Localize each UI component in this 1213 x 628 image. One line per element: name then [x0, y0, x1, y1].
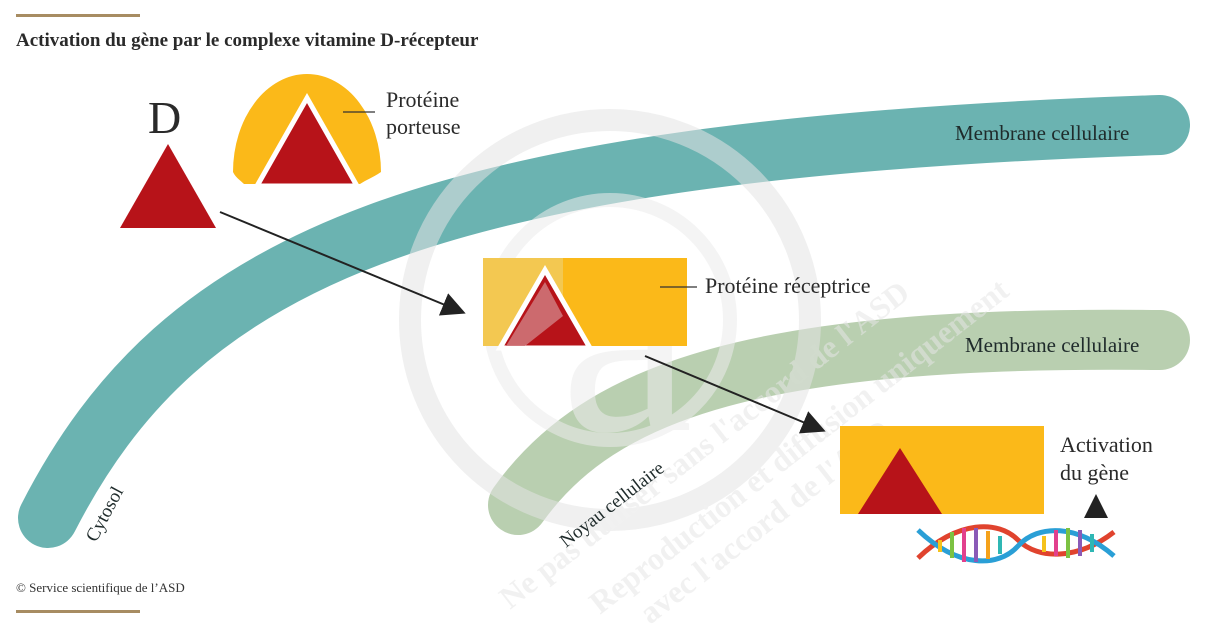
diagram-title: Activation du gène par le complexe vitam…: [16, 30, 479, 51]
arrow-to-gene: [644, 355, 826, 434]
receptor-protein-label: Protéine réceptrice: [705, 273, 871, 298]
top-rule: [16, 14, 140, 17]
outer-cell-membrane: [18, 95, 1190, 548]
vdr-complex-red-triangle: [858, 448, 942, 514]
inner-membrane-label: Membrane cellulaire: [965, 333, 1139, 357]
arrow-to-receptor: [219, 211, 466, 316]
receptor-red-triangle-faded: [506, 282, 563, 346]
gene-activation-label-1: Activation: [1060, 432, 1153, 457]
vitamin-d-triangle: [120, 144, 216, 228]
outer-membrane-label: Membrane cellulaire: [955, 121, 1129, 145]
bottom-rule: [16, 610, 140, 613]
carrier-protein-label-2: porteuse: [386, 114, 461, 139]
dna-helix: [916, 524, 1116, 564]
vitamin-d-label: D: [148, 92, 181, 143]
copyright-credit: © Service scientifique de l’ASD: [16, 580, 185, 595]
carrier-protein-red-triangle: [252, 92, 362, 189]
carrier-protein-label-1: Protéine: [386, 87, 459, 112]
gene-activation-label-2: du gène: [1060, 460, 1129, 485]
